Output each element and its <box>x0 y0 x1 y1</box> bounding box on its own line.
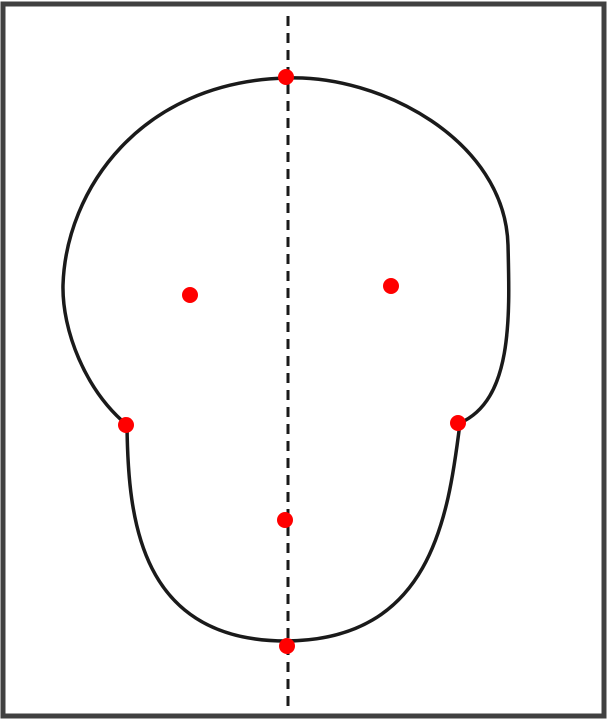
landmark-right-jaw-corner <box>450 415 466 431</box>
landmark-top <box>278 69 294 85</box>
landmark-chin <box>279 638 295 654</box>
landmark-nose <box>277 512 293 528</box>
landmark-right-eye <box>383 278 399 294</box>
landmark-left-jaw-corner <box>118 417 134 433</box>
landmark-left-eye <box>182 287 198 303</box>
